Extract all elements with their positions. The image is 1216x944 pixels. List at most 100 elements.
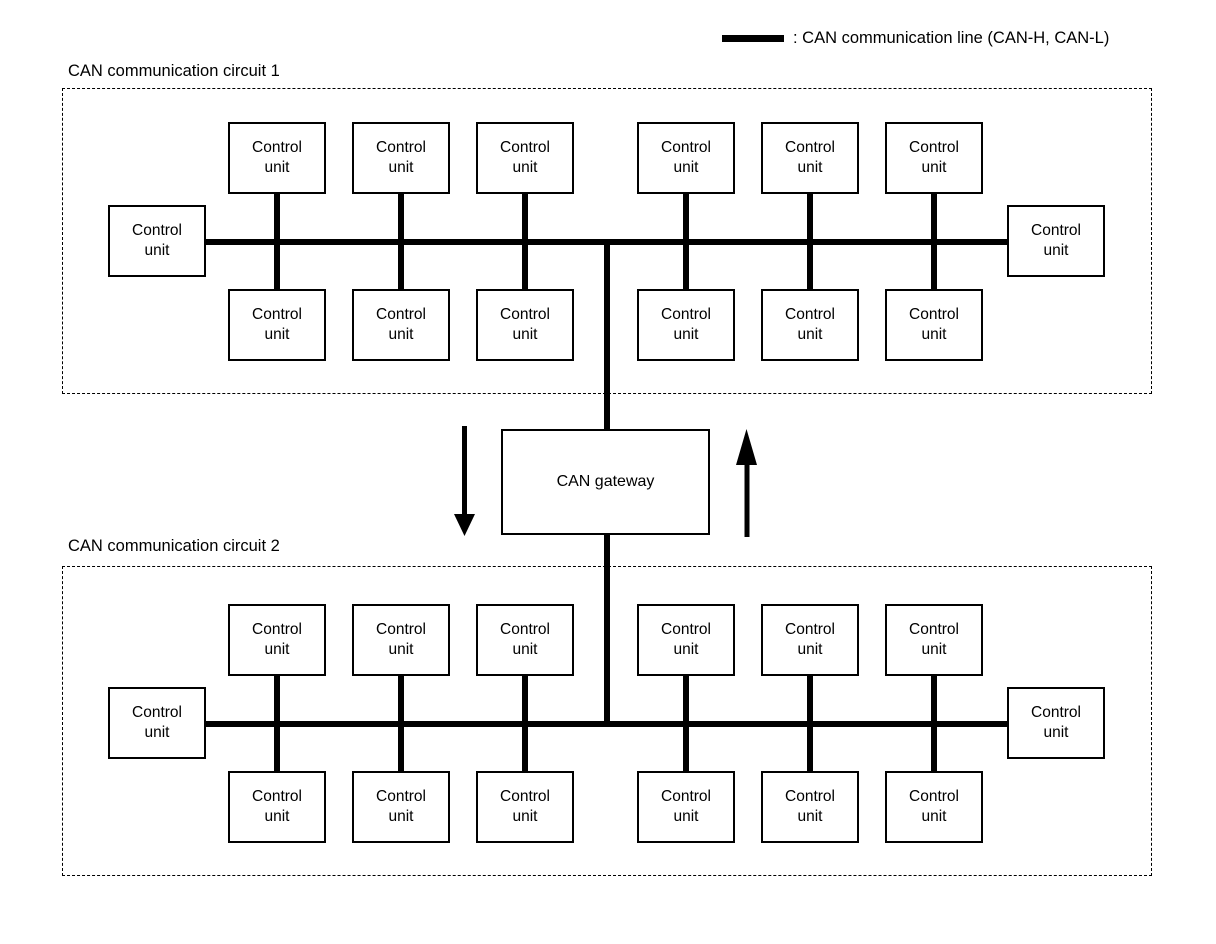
circuit-1-top-unit-5[interactable]: Control unit xyxy=(761,122,859,194)
unit-label-line-1: Control xyxy=(909,306,959,324)
circuit-2-top-unit-3[interactable]: Control unit xyxy=(476,604,574,676)
circuit-2-top-stub-1 xyxy=(274,675,280,727)
circuit-1-bottom-stub-4 xyxy=(683,239,689,291)
unit-label-line-2: unit xyxy=(921,808,947,825)
circuit-1-top-unit-4[interactable]: Control unit xyxy=(637,122,735,194)
unit-label-line-1: Control xyxy=(1031,704,1081,722)
unit-label-line-1: Control xyxy=(661,139,711,157)
unit-label-line-1: Control xyxy=(376,139,426,157)
unit-label-line-2: unit xyxy=(797,159,823,176)
unit-label-line-1: Control xyxy=(785,139,835,157)
unit-label-line-2: unit xyxy=(797,641,823,658)
unit-label-line-1: Control xyxy=(132,222,182,240)
unit-label-line-2: unit xyxy=(673,326,699,343)
unit-label-line-2: unit xyxy=(264,808,290,825)
circuit-2-bottom-stub-4 xyxy=(683,721,689,773)
unit-label-line-1: Control xyxy=(252,621,302,639)
unit-label-line-1: Control xyxy=(909,621,959,639)
circuit-2-gateway-trunk xyxy=(604,533,610,723)
unit-label-line-2: unit xyxy=(673,641,699,658)
circuit-2-bottom-unit-1[interactable]: Control unit xyxy=(228,771,326,843)
unit-label-line-2: unit xyxy=(388,159,414,176)
legend: : CAN communication line (CAN-H, CAN-L) xyxy=(722,30,1109,47)
unit-label-line-2: unit xyxy=(1043,724,1069,741)
circuit-2-top-unit-4[interactable]: Control unit xyxy=(637,604,735,676)
circuit-2-bottom-unit-4[interactable]: Control unit xyxy=(637,771,735,843)
circuit-1-bottom-stub-1 xyxy=(274,239,280,291)
unit-label-line-1: Control xyxy=(1031,222,1081,240)
unit-label-line-1: Control xyxy=(661,306,711,324)
unit-label-line-2: unit xyxy=(797,808,823,825)
can-gateway-box[interactable]: CAN gateway xyxy=(501,429,710,535)
unit-label-line-2: unit xyxy=(797,326,823,343)
circuit-2-bottom-unit-2[interactable]: Control unit xyxy=(352,771,450,843)
unit-label-line-1: Control xyxy=(785,621,835,639)
circuit-1-top-stub-1 xyxy=(274,193,280,245)
unit-label-line-1: Control xyxy=(376,621,426,639)
circuit-1-top-stub-6 xyxy=(931,193,937,245)
circuit-1-bottom-stub-2 xyxy=(398,239,404,291)
circuit-1-bottom-stub-6 xyxy=(931,239,937,291)
circuit-1-bottom-unit-3[interactable]: Control unit xyxy=(476,289,574,361)
unit-label-line-2: unit xyxy=(144,242,170,259)
unit-label-line-1: Control xyxy=(785,306,835,324)
unit-label-line-1: Control xyxy=(909,788,959,806)
unit-label-line-1: Control xyxy=(252,139,302,157)
circuit-2-bottom-stub-1 xyxy=(274,721,280,773)
circuit-1-bottom-stub-5 xyxy=(807,239,813,291)
legend-label: : CAN communication line (CAN-H, CAN-L) xyxy=(793,29,1110,47)
unit-label-line-1: Control xyxy=(785,788,835,806)
circuit-2-end-unit-right[interactable]: Control unit xyxy=(1007,687,1105,759)
can-gateway-label: CAN gateway xyxy=(556,473,655,490)
circuit-2-bottom-stub-3 xyxy=(522,721,528,773)
circuit-2-top-unit-2[interactable]: Control unit xyxy=(352,604,450,676)
circuit-2-top-unit-6[interactable]: Control unit xyxy=(885,604,983,676)
circuit-1-top-stub-5 xyxy=(807,193,813,245)
circuit-1-top-unit-2[interactable]: Control unit xyxy=(352,122,450,194)
circuit-1-bottom-unit-4[interactable]: Control unit xyxy=(637,289,735,361)
circuit-2-bottom-unit-6[interactable]: Control unit xyxy=(885,771,983,843)
unit-label-line-1: Control xyxy=(661,621,711,639)
circuit-1-top-unit-3[interactable]: Control unit xyxy=(476,122,574,194)
circuit-1-gateway-trunk xyxy=(604,239,610,431)
circuit-1-bottom-unit-6[interactable]: Control unit xyxy=(885,289,983,361)
unit-label-line-1: Control xyxy=(376,788,426,806)
unit-label-line-1: Control xyxy=(661,788,711,806)
circuit-2-top-stub-4 xyxy=(683,675,689,727)
downstream-arrow xyxy=(454,426,475,536)
circuit-1-bottom-unit-1[interactable]: Control unit xyxy=(228,289,326,361)
unit-label-line-2: unit xyxy=(921,641,947,658)
circuit-2-top-stub-3 xyxy=(522,675,528,727)
circuit-2-label: CAN communication circuit 2 xyxy=(68,537,280,555)
unit-label-line-1: Control xyxy=(500,788,550,806)
unit-label-line-2: unit xyxy=(388,808,414,825)
unit-label-line-2: unit xyxy=(388,641,414,658)
circuit-2-top-stub-6 xyxy=(931,675,937,727)
circuit-1-end-unit-right[interactable]: Control unit xyxy=(1007,205,1105,277)
circuit-1-end-unit-left[interactable]: Control unit xyxy=(108,205,206,277)
unit-label-line-2: unit xyxy=(388,326,414,343)
circuit-1-top-stub-3 xyxy=(522,193,528,245)
unit-label-line-1: Control xyxy=(500,306,550,324)
unit-label-line-2: unit xyxy=(512,159,538,176)
circuit-2-top-unit-5[interactable]: Control unit xyxy=(761,604,859,676)
circuit-2-bottom-unit-3[interactable]: Control unit xyxy=(476,771,574,843)
circuit-1-top-stub-4 xyxy=(683,193,689,245)
unit-label-line-2: unit xyxy=(1043,242,1069,259)
can-communication-line-swatch xyxy=(722,34,784,42)
circuit-1-top-unit-1[interactable]: Control unit xyxy=(228,122,326,194)
circuit-2-bottom-stub-6 xyxy=(931,721,937,773)
unit-label-line-2: unit xyxy=(673,159,699,176)
circuit-2-top-unit-1[interactable]: Control unit xyxy=(228,604,326,676)
circuit-1-bottom-unit-5[interactable]: Control unit xyxy=(761,289,859,361)
circuit-2-end-unit-left[interactable]: Control unit xyxy=(108,687,206,759)
unit-label-line-2: unit xyxy=(264,641,290,658)
unit-label-line-2: unit xyxy=(264,159,290,176)
circuit-1-bottom-unit-2[interactable]: Control unit xyxy=(352,289,450,361)
unit-label-line-1: Control xyxy=(252,788,302,806)
circuit-1-top-unit-6[interactable]: Control unit xyxy=(885,122,983,194)
circuit-2-top-stub-5 xyxy=(807,675,813,727)
unit-label-line-2: unit xyxy=(264,326,290,343)
circuit-2-bottom-unit-5[interactable]: Control unit xyxy=(761,771,859,843)
circuit-2-bottom-stub-5 xyxy=(807,721,813,773)
